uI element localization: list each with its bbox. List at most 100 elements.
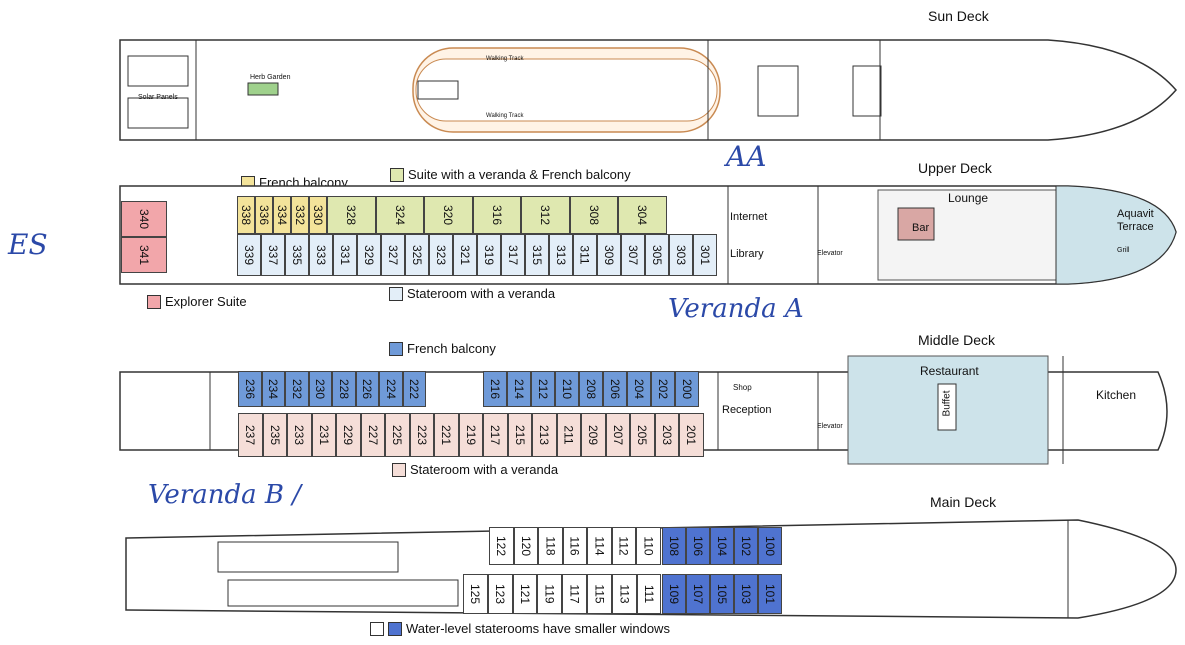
cabin-203[interactable]: 203 xyxy=(654,413,679,457)
cabin-324[interactable]: 324 xyxy=(375,196,424,234)
cabin-335[interactable]: 335 xyxy=(285,234,309,276)
cabin-114[interactable]: 114 xyxy=(587,527,612,565)
cabin-221[interactable]: 221 xyxy=(434,413,459,457)
cabin-223[interactable]: 223 xyxy=(409,413,434,457)
cabin-113[interactable]: 113 xyxy=(611,574,637,614)
cabin-201[interactable]: 201 xyxy=(679,413,704,457)
cabin-115[interactable]: 115 xyxy=(586,574,612,614)
cabin-338[interactable]: 338 xyxy=(237,196,255,234)
cabin-123[interactable]: 123 xyxy=(487,574,513,614)
cabin-325[interactable]: 325 xyxy=(405,234,429,276)
cabin-321[interactable]: 321 xyxy=(453,234,477,276)
main-deck-title: Main Deck xyxy=(930,494,997,510)
cabin-208[interactable]: 208 xyxy=(579,371,603,407)
cabin-209[interactable]: 209 xyxy=(581,413,606,457)
cabin-204[interactable]: 204 xyxy=(627,371,651,407)
cabin-121[interactable]: 121 xyxy=(512,574,538,614)
cabin-317[interactable]: 317 xyxy=(501,234,525,276)
cabin-102[interactable]: 102 xyxy=(734,527,758,565)
cabin-103[interactable]: 103 xyxy=(734,574,758,614)
cabin-214[interactable]: 214 xyxy=(507,371,531,407)
cabin-117[interactable]: 117 xyxy=(562,574,587,614)
cabin-341[interactable]: 341 xyxy=(121,237,167,273)
cabin-315[interactable]: 315 xyxy=(525,234,549,276)
cabin-number: 202 xyxy=(656,378,670,400)
cabin-309[interactable]: 309 xyxy=(597,234,621,276)
cabin-105[interactable]: 105 xyxy=(710,574,734,614)
cabin-108[interactable]: 108 xyxy=(662,527,686,565)
cabin-301[interactable]: 301 xyxy=(693,234,717,276)
walking-track-bottom-label: Walking Track xyxy=(486,113,524,119)
cabin-119[interactable]: 119 xyxy=(537,574,563,614)
cabin-217[interactable]: 217 xyxy=(483,413,508,457)
cabin-337[interactable]: 337 xyxy=(261,234,285,276)
cabin-212[interactable]: 212 xyxy=(531,371,555,407)
cabin-213[interactable]: 213 xyxy=(532,413,557,457)
cabin-116[interactable]: 116 xyxy=(562,527,587,565)
cabin-332[interactable]: 332 xyxy=(291,196,309,234)
cabin-229[interactable]: 229 xyxy=(336,413,361,457)
cabin-330[interactable]: 330 xyxy=(309,196,327,234)
cabin-107[interactable]: 107 xyxy=(686,574,710,614)
cabin-111[interactable]: 111 xyxy=(636,574,662,614)
cabin-308[interactable]: 308 xyxy=(569,196,618,234)
cabin-101[interactable]: 101 xyxy=(758,574,782,614)
cabin-216[interactable]: 216 xyxy=(483,371,507,407)
cabin-109[interactable]: 109 xyxy=(662,574,686,614)
cabin-340[interactable]: 340 xyxy=(121,201,167,237)
cabin-228[interactable]: 228 xyxy=(332,371,356,407)
cabin-304[interactable]: 304 xyxy=(618,196,667,234)
cabin-112[interactable]: 112 xyxy=(611,527,636,565)
cabin-104[interactable]: 104 xyxy=(710,527,734,565)
bar-label: Bar xyxy=(912,222,930,234)
cabin-305[interactable]: 305 xyxy=(645,234,669,276)
cabin-236[interactable]: 236 xyxy=(238,371,262,407)
cabin-219[interactable]: 219 xyxy=(458,413,483,457)
cabin-210[interactable]: 210 xyxy=(555,371,579,407)
cabin-225[interactable]: 225 xyxy=(385,413,410,457)
cabin-312[interactable]: 312 xyxy=(521,196,570,234)
cabin-200[interactable]: 200 xyxy=(675,371,699,407)
cabin-233[interactable]: 233 xyxy=(287,413,312,457)
cabin-202[interactable]: 202 xyxy=(651,371,675,407)
cabin-327[interactable]: 327 xyxy=(381,234,405,276)
cabin-331[interactable]: 331 xyxy=(333,234,357,276)
cabin-207[interactable]: 207 xyxy=(605,413,630,457)
cabin-313[interactable]: 313 xyxy=(549,234,573,276)
cabin-122[interactable]: 122 xyxy=(489,527,514,565)
cabin-237[interactable]: 237 xyxy=(238,413,263,457)
cabin-230[interactable]: 230 xyxy=(308,371,332,407)
cabin-316[interactable]: 316 xyxy=(472,196,521,234)
cabin-206[interactable]: 206 xyxy=(603,371,627,407)
cabin-110[interactable]: 110 xyxy=(636,527,661,565)
cabin-234[interactable]: 234 xyxy=(261,371,285,407)
cabin-235[interactable]: 235 xyxy=(262,413,287,457)
cabin-211[interactable]: 211 xyxy=(556,413,581,457)
cabin-215[interactable]: 215 xyxy=(507,413,532,457)
cabin-226[interactable]: 226 xyxy=(355,371,379,407)
cabin-231[interactable]: 231 xyxy=(311,413,336,457)
cabin-307[interactable]: 307 xyxy=(621,234,645,276)
cabin-334[interactable]: 334 xyxy=(273,196,291,234)
cabin-311[interactable]: 311 xyxy=(573,234,597,276)
cabin-320[interactable]: 320 xyxy=(424,196,473,234)
cabin-339[interactable]: 339 xyxy=(237,234,261,276)
cabin-222[interactable]: 222 xyxy=(402,371,426,407)
cabin-100[interactable]: 100 xyxy=(758,527,782,565)
cabin-303[interactable]: 303 xyxy=(669,234,693,276)
cabin-125[interactable]: 125 xyxy=(463,574,488,614)
cabin-205[interactable]: 205 xyxy=(630,413,655,457)
cabin-328[interactable]: 328 xyxy=(327,196,376,234)
cabin-106[interactable]: 106 xyxy=(686,527,710,565)
cabin-120[interactable]: 120 xyxy=(513,527,538,565)
cabin-227[interactable]: 227 xyxy=(360,413,385,457)
cabin-333[interactable]: 333 xyxy=(309,234,333,276)
cabin-323[interactable]: 323 xyxy=(429,234,453,276)
cabin-224[interactable]: 224 xyxy=(379,371,403,407)
cabin-329[interactable]: 329 xyxy=(357,234,381,276)
cabin-232[interactable]: 232 xyxy=(285,371,309,407)
cabin-118[interactable]: 118 xyxy=(538,527,563,565)
cabin-319[interactable]: 319 xyxy=(477,234,501,276)
cabin-336[interactable]: 336 xyxy=(255,196,273,234)
